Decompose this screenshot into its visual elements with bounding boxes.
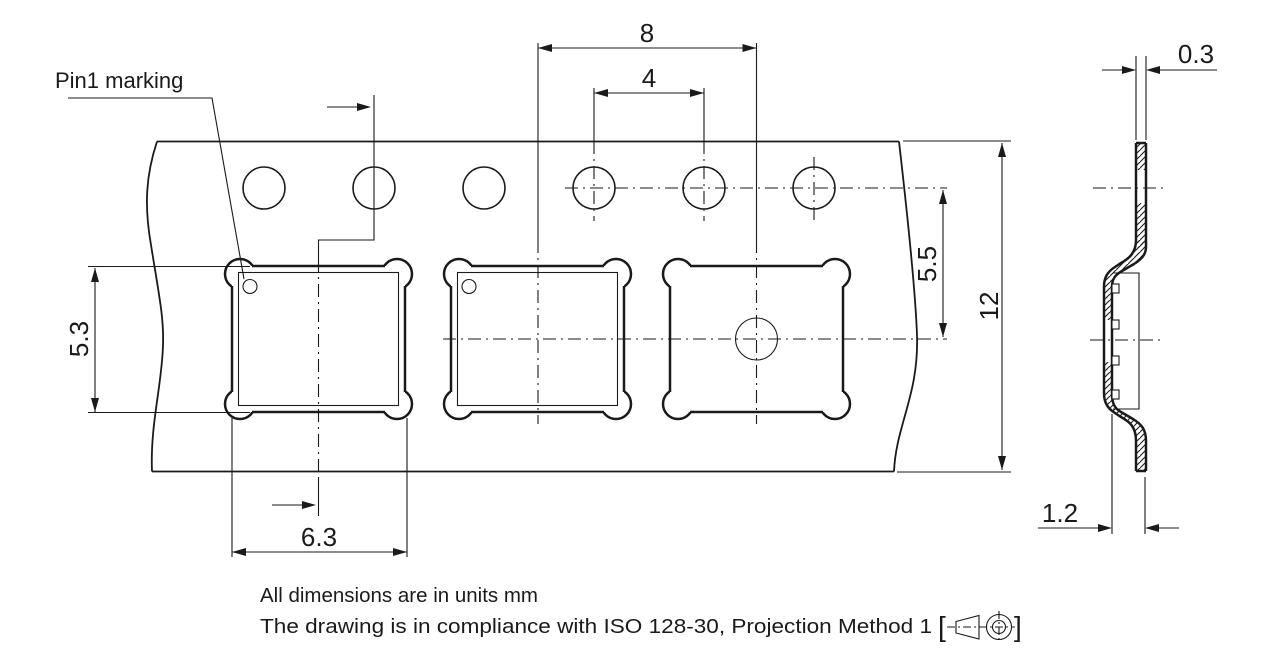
hatch-top-curve [1104, 240, 1146, 287]
tape-break-edge-left [146, 141, 165, 472]
bracket-close: ] [1014, 611, 1022, 642]
dimension-value: 6.3 [301, 522, 337, 552]
pocket-1 [223, 257, 414, 516]
section-inner-surface [1110, 143, 1148, 471]
extension-lines [897, 140, 1011, 473]
dimension-value: 8 [640, 18, 654, 48]
tape-side-section-view: 0.3 1.2 [1038, 39, 1217, 534]
dimension-pocket-width: 6.3 [231, 418, 408, 557]
cavity-rib [1111, 389, 1120, 400]
dimension-value: 1.2 [1042, 498, 1078, 528]
pin1-label: Pin1 marking [55, 68, 183, 93]
extension-lines [231, 418, 408, 557]
cavity-ribs [1111, 283, 1120, 400]
pin1-leader-line [68, 97, 245, 280]
sprocket-hole [242, 166, 286, 210]
dimension-pocket-depth: 1.2 [1038, 414, 1179, 534]
pocket-cavity-outline [1113, 272, 1140, 410]
hatch-wall-upper [1104, 287, 1112, 320]
dimension-value: 12 [974, 292, 1004, 321]
extension-lines [537, 43, 758, 240]
extension-lines [1135, 56, 1147, 140]
pin1-marking-circle [242, 278, 258, 295]
projection-method-symbol: [ ] [938, 611, 1022, 643]
sprocket-hole [462, 166, 506, 210]
dimension-value: 0.3 [1178, 39, 1214, 69]
extension-lines [88, 265, 250, 414]
projection-symbol-centerlines [947, 611, 1015, 643]
cavity-rib [1111, 355, 1120, 366]
cavity-rib [1111, 283, 1120, 294]
note-units: All dimensions are in units mm [260, 584, 538, 607]
dimension-arrowheads [1122, 66, 1160, 74]
dimension-arrowheads [1098, 524, 1159, 532]
tape-front-view: Pin1 marking 8 4 [55, 18, 1011, 557]
hatch-upper-bar [1136, 203, 1146, 248]
dimension-value: 5.3 [64, 321, 94, 357]
projection-cone-icon [955, 614, 980, 640]
index-stepped-line [317, 95, 375, 259]
dimension-sprocket-pitch: 4 [593, 63, 705, 141]
extension-lines [593, 88, 705, 141]
dimension-tape-thickness: 0.3 [1102, 39, 1217, 140]
pocket-3 [661, 240, 852, 424]
note-compliance: The drawing is in compliance with ISO 12… [260, 615, 932, 638]
pocket-2 [442, 240, 633, 424]
dimension-tape-width: 12 [897, 140, 1011, 473]
pin1-annotation: Pin1 marking [55, 68, 245, 280]
index-arrowhead-bottom [302, 501, 316, 509]
drawing-notes: All dimensions are in units mm The drawi… [260, 584, 932, 638]
index-markers [272, 95, 375, 509]
extension-lines [1111, 414, 1146, 534]
dimension-pocket-pitch: 8 [537, 18, 758, 240]
dimension-value: 4 [642, 63, 656, 93]
hatch-top-bar [1136, 143, 1146, 170]
pocket-inner-outline [237, 271, 400, 407]
section-end-caps [1136, 141, 1146, 473]
bracket-open: [ [938, 611, 946, 642]
tape-break-edge-right [893, 141, 918, 472]
hatch-wall-lower [1104, 362, 1112, 393]
pin1-marking-circle [461, 278, 477, 295]
dimension-value: 5.5 [912, 246, 942, 282]
section-outer-surface [1102, 143, 1138, 471]
index-arrowhead-top [357, 103, 371, 111]
hatch-bottom-curve [1104, 393, 1146, 471]
dimension-hole-to-center: 5.5 [912, 190, 947, 337]
cavity-rib [1111, 319, 1120, 330]
dimension-pocket-length: 5.3 [64, 265, 250, 414]
sprocket-hole-centerlines [565, 141, 947, 221]
